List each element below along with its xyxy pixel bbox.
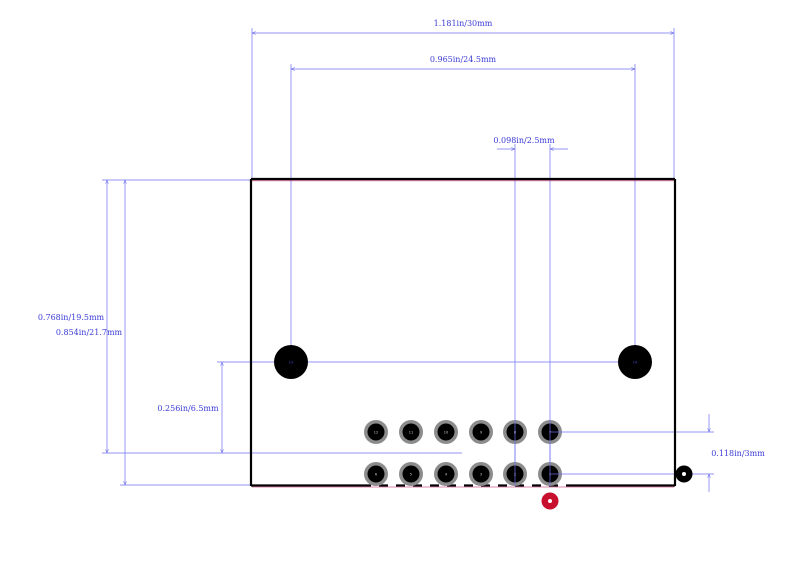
dimension-lines — [102, 28, 714, 492]
pad-label: 4 — [445, 472, 448, 476]
pad-11: 11 — [399, 420, 423, 444]
dimension-overlay — [514, 420, 562, 486]
pad-6: 6 — [364, 462, 388, 486]
pad-label: 11 — [409, 430, 413, 434]
pad-row-bottom: 6 5 4 3 2 1 — [364, 462, 562, 486]
label-row-spacing: 0.118in/3mm — [711, 449, 765, 458]
pad-3: 3 — [469, 462, 493, 486]
pad-10: 10 — [434, 420, 458, 444]
mounting-hole-right: 14 — [618, 345, 652, 379]
mounting-hole-left: 13 — [274, 345, 308, 379]
mounting-hole-label: 14 — [633, 360, 638, 364]
mounting-hole-label: 13 — [289, 360, 293, 364]
body-outline — [249, 177, 677, 488]
label-mount-spacing: 0.965in/24.5mm — [430, 55, 497, 64]
pad-label: 3 — [480, 472, 482, 476]
mounting-hole-pad — [274, 345, 308, 379]
pad-label: 5 — [410, 472, 412, 476]
origin-marker — [675, 465, 693, 483]
pin1-marker — [541, 492, 559, 510]
pad-label: 9 — [480, 430, 482, 434]
label-mount-offset: 0.256in/6.5mm — [157, 404, 219, 413]
pad-12: 12 — [364, 420, 388, 444]
label-body-height-b: 0.854in/21.7mm — [56, 328, 123, 337]
pad-label: 10 — [444, 430, 448, 434]
mounting-hole-pad — [618, 345, 652, 379]
label-body-height-a: 0.768in/19.5mm — [38, 313, 105, 322]
label-overall-width: 1.181in/30mm — [434, 19, 493, 28]
pad-label: 12 — [374, 430, 378, 434]
pad-4: 4 — [434, 462, 458, 486]
label-pin-pitch: 0.098in/2.5mm — [493, 136, 555, 145]
pad-5: 5 — [399, 462, 423, 486]
pad-row-top: 12 11 10 9 8 7 — [364, 420, 562, 444]
pad-label: 6 — [375, 472, 377, 476]
pad-9: 9 — [469, 420, 493, 444]
